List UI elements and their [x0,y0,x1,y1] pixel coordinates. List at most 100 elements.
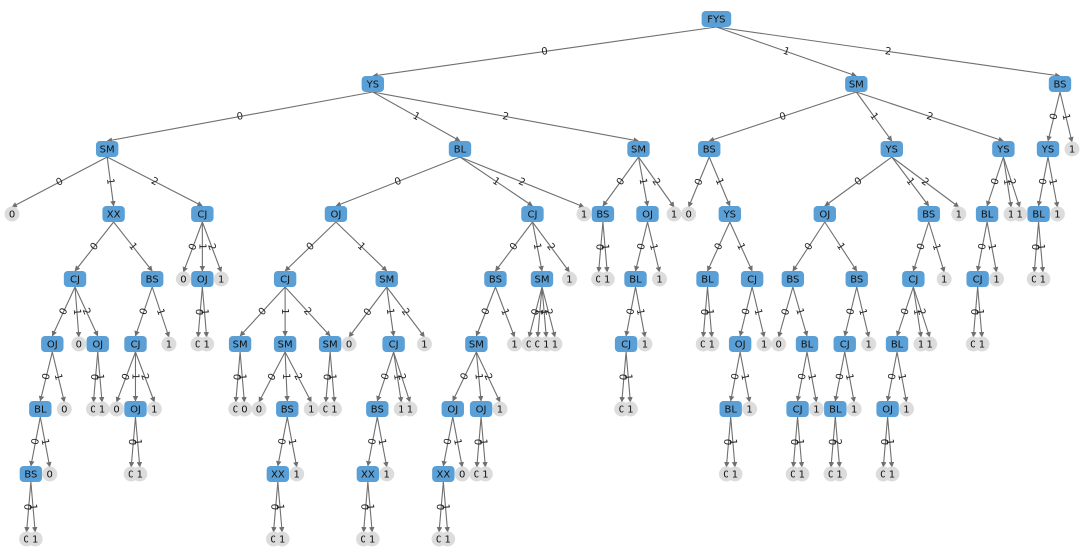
node-label: 0 [76,340,82,351]
leaf-node: 1 [1012,206,1028,222]
edge-label: 0 [530,308,542,317]
tree-edge [51,351,66,403]
tree-edge [271,481,279,533]
leaf-node: 0 [454,466,470,482]
tree-node-shape [885,336,909,352]
tree-edge [730,416,738,468]
node-label: BL [801,340,814,351]
tree-node-shape [124,336,147,352]
leaf-node-shape [94,401,110,417]
edge-label: 1 [280,373,291,380]
node-label: 0 [360,535,366,546]
edge-label: 1 [904,176,917,188]
tree-node-shape [41,336,64,352]
leaf-node: 0 [236,401,252,417]
tree-node: YS [880,141,903,157]
edge-label: 0 [41,372,53,381]
node-label: 1 [1054,210,1060,221]
leaf-node: 1 [416,336,432,352]
leaf-node-shape [236,401,252,417]
tree-edge [843,286,858,337]
edge-label: 1 [52,373,64,382]
tree-node: OJ [876,401,899,417]
edge-label: 1 [738,373,750,381]
tree-edge [844,351,856,403]
node-label: 1 [761,340,767,351]
node-label: 0 [90,405,96,416]
leaf-node: 1 [303,401,319,417]
leaf-node-shape [832,466,848,482]
tree-edge [151,286,170,338]
node-label: 1 [369,535,375,546]
tree-edge [619,351,627,403]
edge-label: 0 [619,373,631,380]
edge-label: 1 [634,308,646,316]
tree-edge [134,286,153,337]
node-label: BS [281,405,294,416]
tree-edge [532,221,570,273]
tree-node-shape [356,466,380,482]
edge-label: 1 [985,243,997,251]
node-label: BS [1053,80,1066,91]
node-label: 1 [642,340,648,351]
tree-edge [634,221,649,272]
leaf-node-shape [681,206,697,222]
tree-edge [856,286,871,338]
tree-edge [195,286,203,338]
node-label: 0 [880,470,886,481]
node-label: 0 [270,535,276,546]
leaf-node: 1 [637,336,653,352]
tree-edge [201,286,209,338]
node-label: 1 [552,340,558,351]
tree-node-shape [719,401,742,417]
node-label: 0 [723,470,729,481]
leaf-node-shape [547,336,563,352]
edge-label: 0 [54,176,65,189]
edge-label: 1 [498,307,511,317]
edge-label: 1 [364,503,376,510]
tree-edge [795,351,808,402]
leaf-node-shape [274,531,290,547]
tree-edge [739,351,752,403]
leaf-node: 0 [341,336,357,352]
edge-label: 2 [395,372,407,381]
tree-node-shape [880,141,903,157]
tree-node: BL [885,336,909,352]
tree-node-shape [701,11,732,27]
node-label: 1 [918,340,924,351]
tree-edge [1046,91,1061,142]
node-label: BL [34,405,47,416]
edge-label: 1 [856,308,868,317]
leaf-node-shape [771,336,787,352]
node-label: BL [629,275,642,286]
tree-edge [977,286,985,338]
edge-label: 1 [279,308,290,314]
node-label: CJ [197,210,207,221]
tree-edge [624,286,637,337]
edge-label: 2 [925,111,935,123]
tree-edge [638,156,675,208]
node-label: CJ [389,340,399,351]
node-label: BL [891,340,904,351]
edge-label: 1 [895,373,907,381]
tree-node: OJ [324,206,348,222]
leaf-node: 1 [576,206,592,222]
edge-label: 0 [360,503,372,510]
tree-edge [442,481,450,533]
node-label: 1 [166,340,172,351]
leaf-node: 1 [326,401,342,417]
edge-label: 0 [233,373,245,380]
node-label: 1 [308,405,314,416]
tree-edge [106,156,203,207]
node-label: 1 [941,275,947,286]
node-label: 1 [979,340,985,351]
leaf-node: 0 [109,401,125,417]
leaf-node-shape [974,336,990,352]
edge-label: 1 [27,503,39,510]
node-label: 0 [970,340,976,351]
leaf-node-shape [884,466,900,482]
leaf-node: 1 [507,336,523,352]
node-label: BS [371,405,384,416]
tree-node-shape [29,401,52,417]
